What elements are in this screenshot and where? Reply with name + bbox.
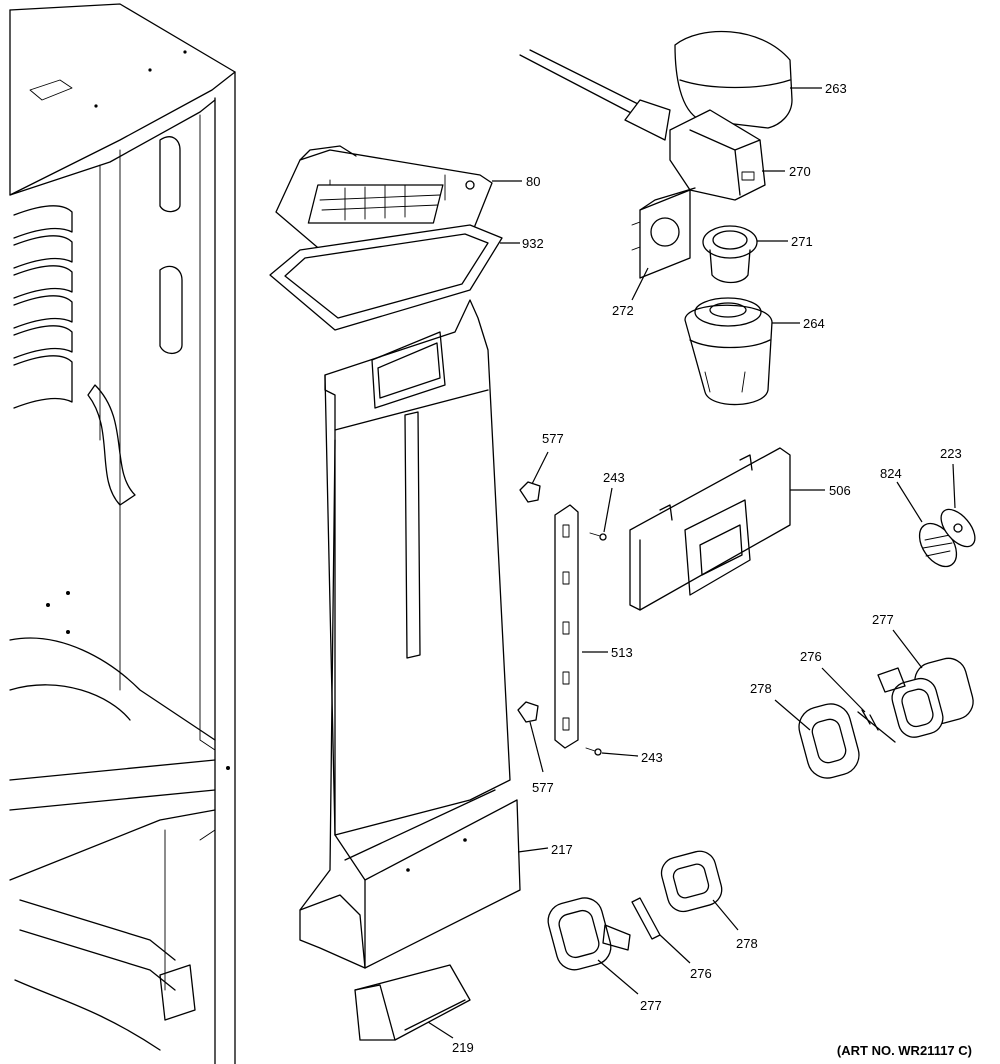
water-filter-cartridge-part — [684, 297, 773, 406]
water-filter-cover-part — [674, 30, 793, 129]
label-278-upper: 278 — [750, 681, 772, 696]
label-932: 932 — [522, 236, 544, 251]
label-277-lower: 277 — [640, 998, 662, 1013]
label-264: 264 — [803, 316, 825, 331]
trim-ring-part-upper — [798, 703, 860, 779]
mounting-strip-part — [554, 504, 579, 749]
art-number: (ART NO. WR21117 C) — [837, 1043, 972, 1058]
label-513: 513 — [611, 645, 633, 660]
label-506: 506 — [829, 483, 851, 498]
filter-bracket-part — [631, 187, 696, 279]
label-577-lower: 577 — [532, 780, 554, 795]
leader-lines — [427, 87, 956, 1039]
label-219: 219 — [452, 1040, 474, 1055]
label-276-lower: 276 — [690, 966, 712, 981]
label-270: 270 — [789, 164, 811, 179]
label-577-upper: 577 — [542, 431, 564, 446]
screw-part-lower — [585, 747, 602, 756]
clip-part-lower — [517, 701, 539, 723]
label-263: 263 — [825, 81, 847, 96]
part-labels: 263 270 80 932 271 272 264 577 243 506 8… — [452, 81, 962, 1055]
actuator-part-upper — [877, 657, 974, 738]
dispenser-panel-part — [629, 447, 791, 611]
actuator-part-lower — [547, 897, 631, 971]
trim-ring-part-lower — [660, 850, 723, 913]
label-271: 271 — [791, 234, 813, 249]
spring-part-lower — [631, 897, 661, 940]
label-278-lower: 278 — [736, 936, 758, 951]
label-243-lower: 243 — [641, 750, 663, 765]
clip-part-upper — [519, 481, 541, 503]
filter-cap-part — [702, 225, 758, 284]
label-80: 80 — [526, 174, 540, 189]
panel-frame-part — [269, 224, 503, 331]
label-277-upper: 277 — [872, 612, 894, 627]
duct-part — [354, 964, 471, 1041]
label-223: 223 — [940, 446, 962, 461]
dispenser-housing — [299, 299, 521, 969]
label-243-upper: 243 — [603, 470, 625, 485]
spring-part-upper — [857, 709, 896, 743]
refrigerator-cabinet — [9, 3, 236, 1064]
label-217: 217 — [551, 842, 573, 857]
gasket-part — [940, 508, 976, 548]
label-824: 824 — [880, 466, 902, 481]
screw-part-upper — [589, 532, 607, 541]
cabinet-rails — [13, 205, 73, 409]
label-272: 272 — [612, 303, 634, 318]
filter-head-part — [519, 49, 766, 201]
label-276-upper: 276 — [800, 649, 822, 664]
